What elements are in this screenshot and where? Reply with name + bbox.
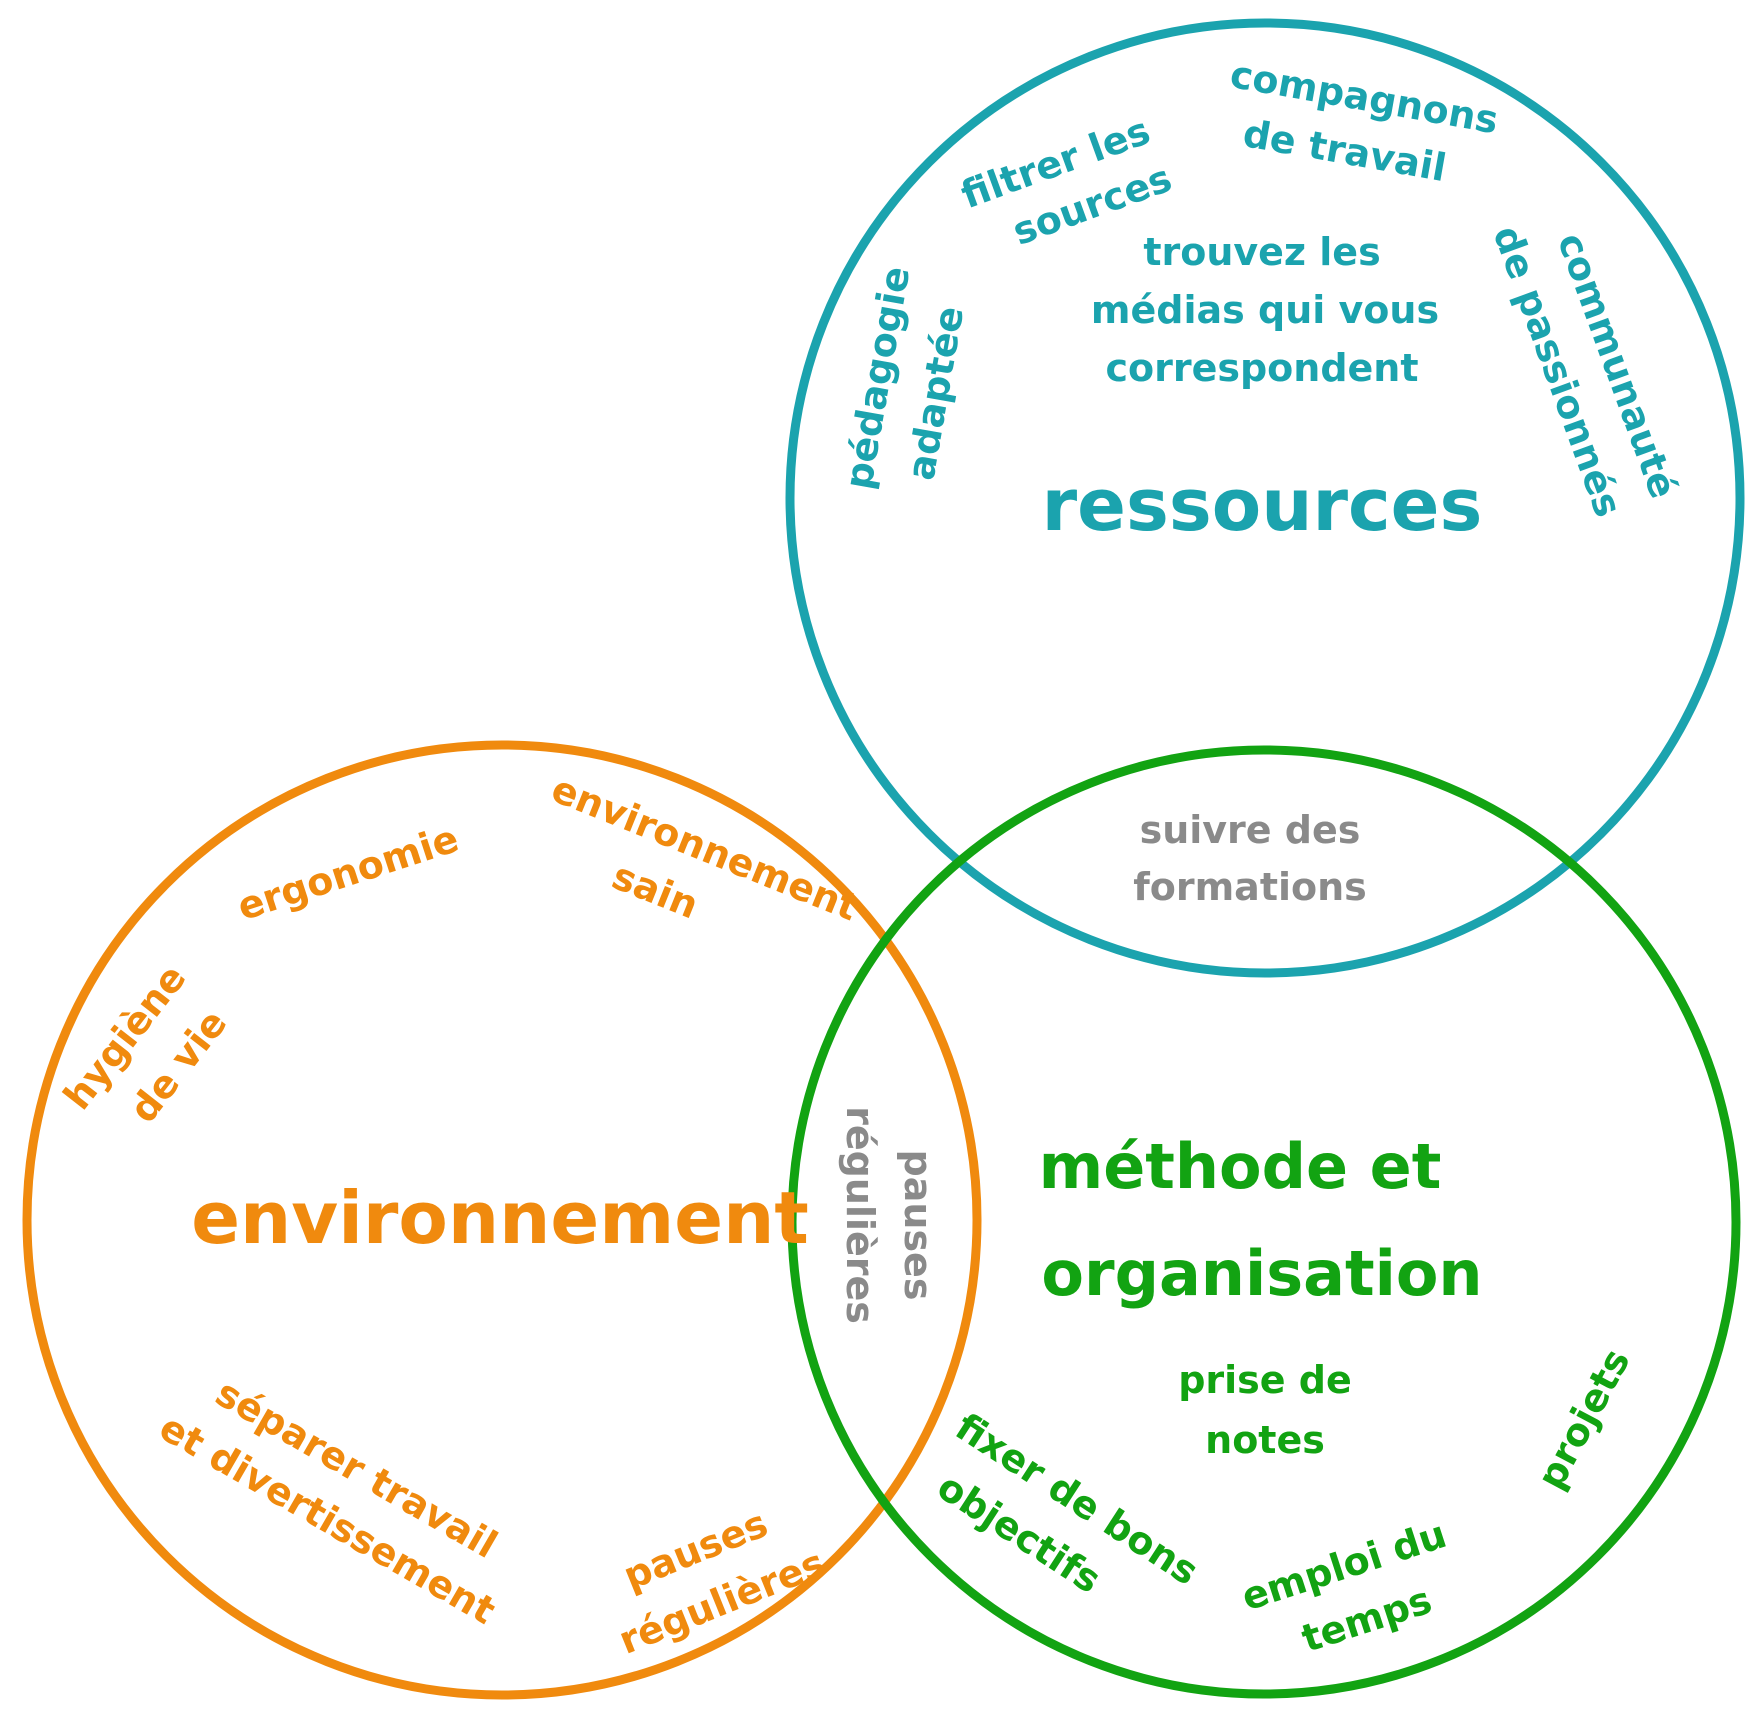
ressources-circle	[785, 18, 1745, 978]
environnement-title: environnement	[191, 1176, 809, 1260]
item-pauses-regulieres: pauses régulières	[613, 1501, 831, 1663]
intersection-suivre-formations: suivre des formations	[1133, 808, 1367, 909]
item-communaute-passionnes: communauté de passionnés	[1485, 220, 1686, 523]
item-environnement-sain: environnement sain	[546, 766, 865, 929]
item-compagnons-travail: compagnons de travail	[1227, 52, 1502, 190]
item-line: correspondent	[1105, 346, 1418, 390]
item-line: régulières	[838, 1106, 882, 1324]
item-line: adaptée	[899, 303, 973, 483]
item-line: suivre des	[1140, 808, 1361, 852]
methode-circle	[787, 745, 1741, 1699]
item-hygiene-vie: hygiène de vie	[55, 956, 236, 1131]
environnement-circle	[22, 740, 982, 1700]
item-line: pauses	[896, 1150, 940, 1301]
item-line: trouvez les	[1143, 230, 1380, 274]
item-fixer-objectifs: fixer de bons objectifs	[930, 1405, 1207, 1602]
ressources-title: ressources	[1042, 463, 1483, 547]
item-line: prise de	[1178, 1358, 1352, 1402]
item-ergonomie: ergonomie	[232, 816, 464, 929]
item-prise-notes: prise de notes	[1178, 1358, 1352, 1462]
item-projets: projets	[1529, 1342, 1639, 1497]
item-trouvez-medias: trouvez les médias qui vous corresponden…	[1091, 230, 1439, 390]
intersection-pauses-regulieres: pauses régulières	[838, 1106, 940, 1324]
title-line: méthode et	[1039, 1130, 1442, 1203]
methode-title: méthode et organisation	[1039, 1130, 1483, 1310]
item-line: médias qui vous	[1091, 288, 1439, 332]
item-emploi-temps: emploi du temps	[1236, 1512, 1451, 1661]
item-line: formations	[1133, 865, 1367, 909]
title-line: organisation	[1041, 1237, 1482, 1310]
item-line: notes	[1205, 1418, 1325, 1462]
item-pedagogie-adaptee: pédagogie adaptée	[836, 263, 973, 492]
